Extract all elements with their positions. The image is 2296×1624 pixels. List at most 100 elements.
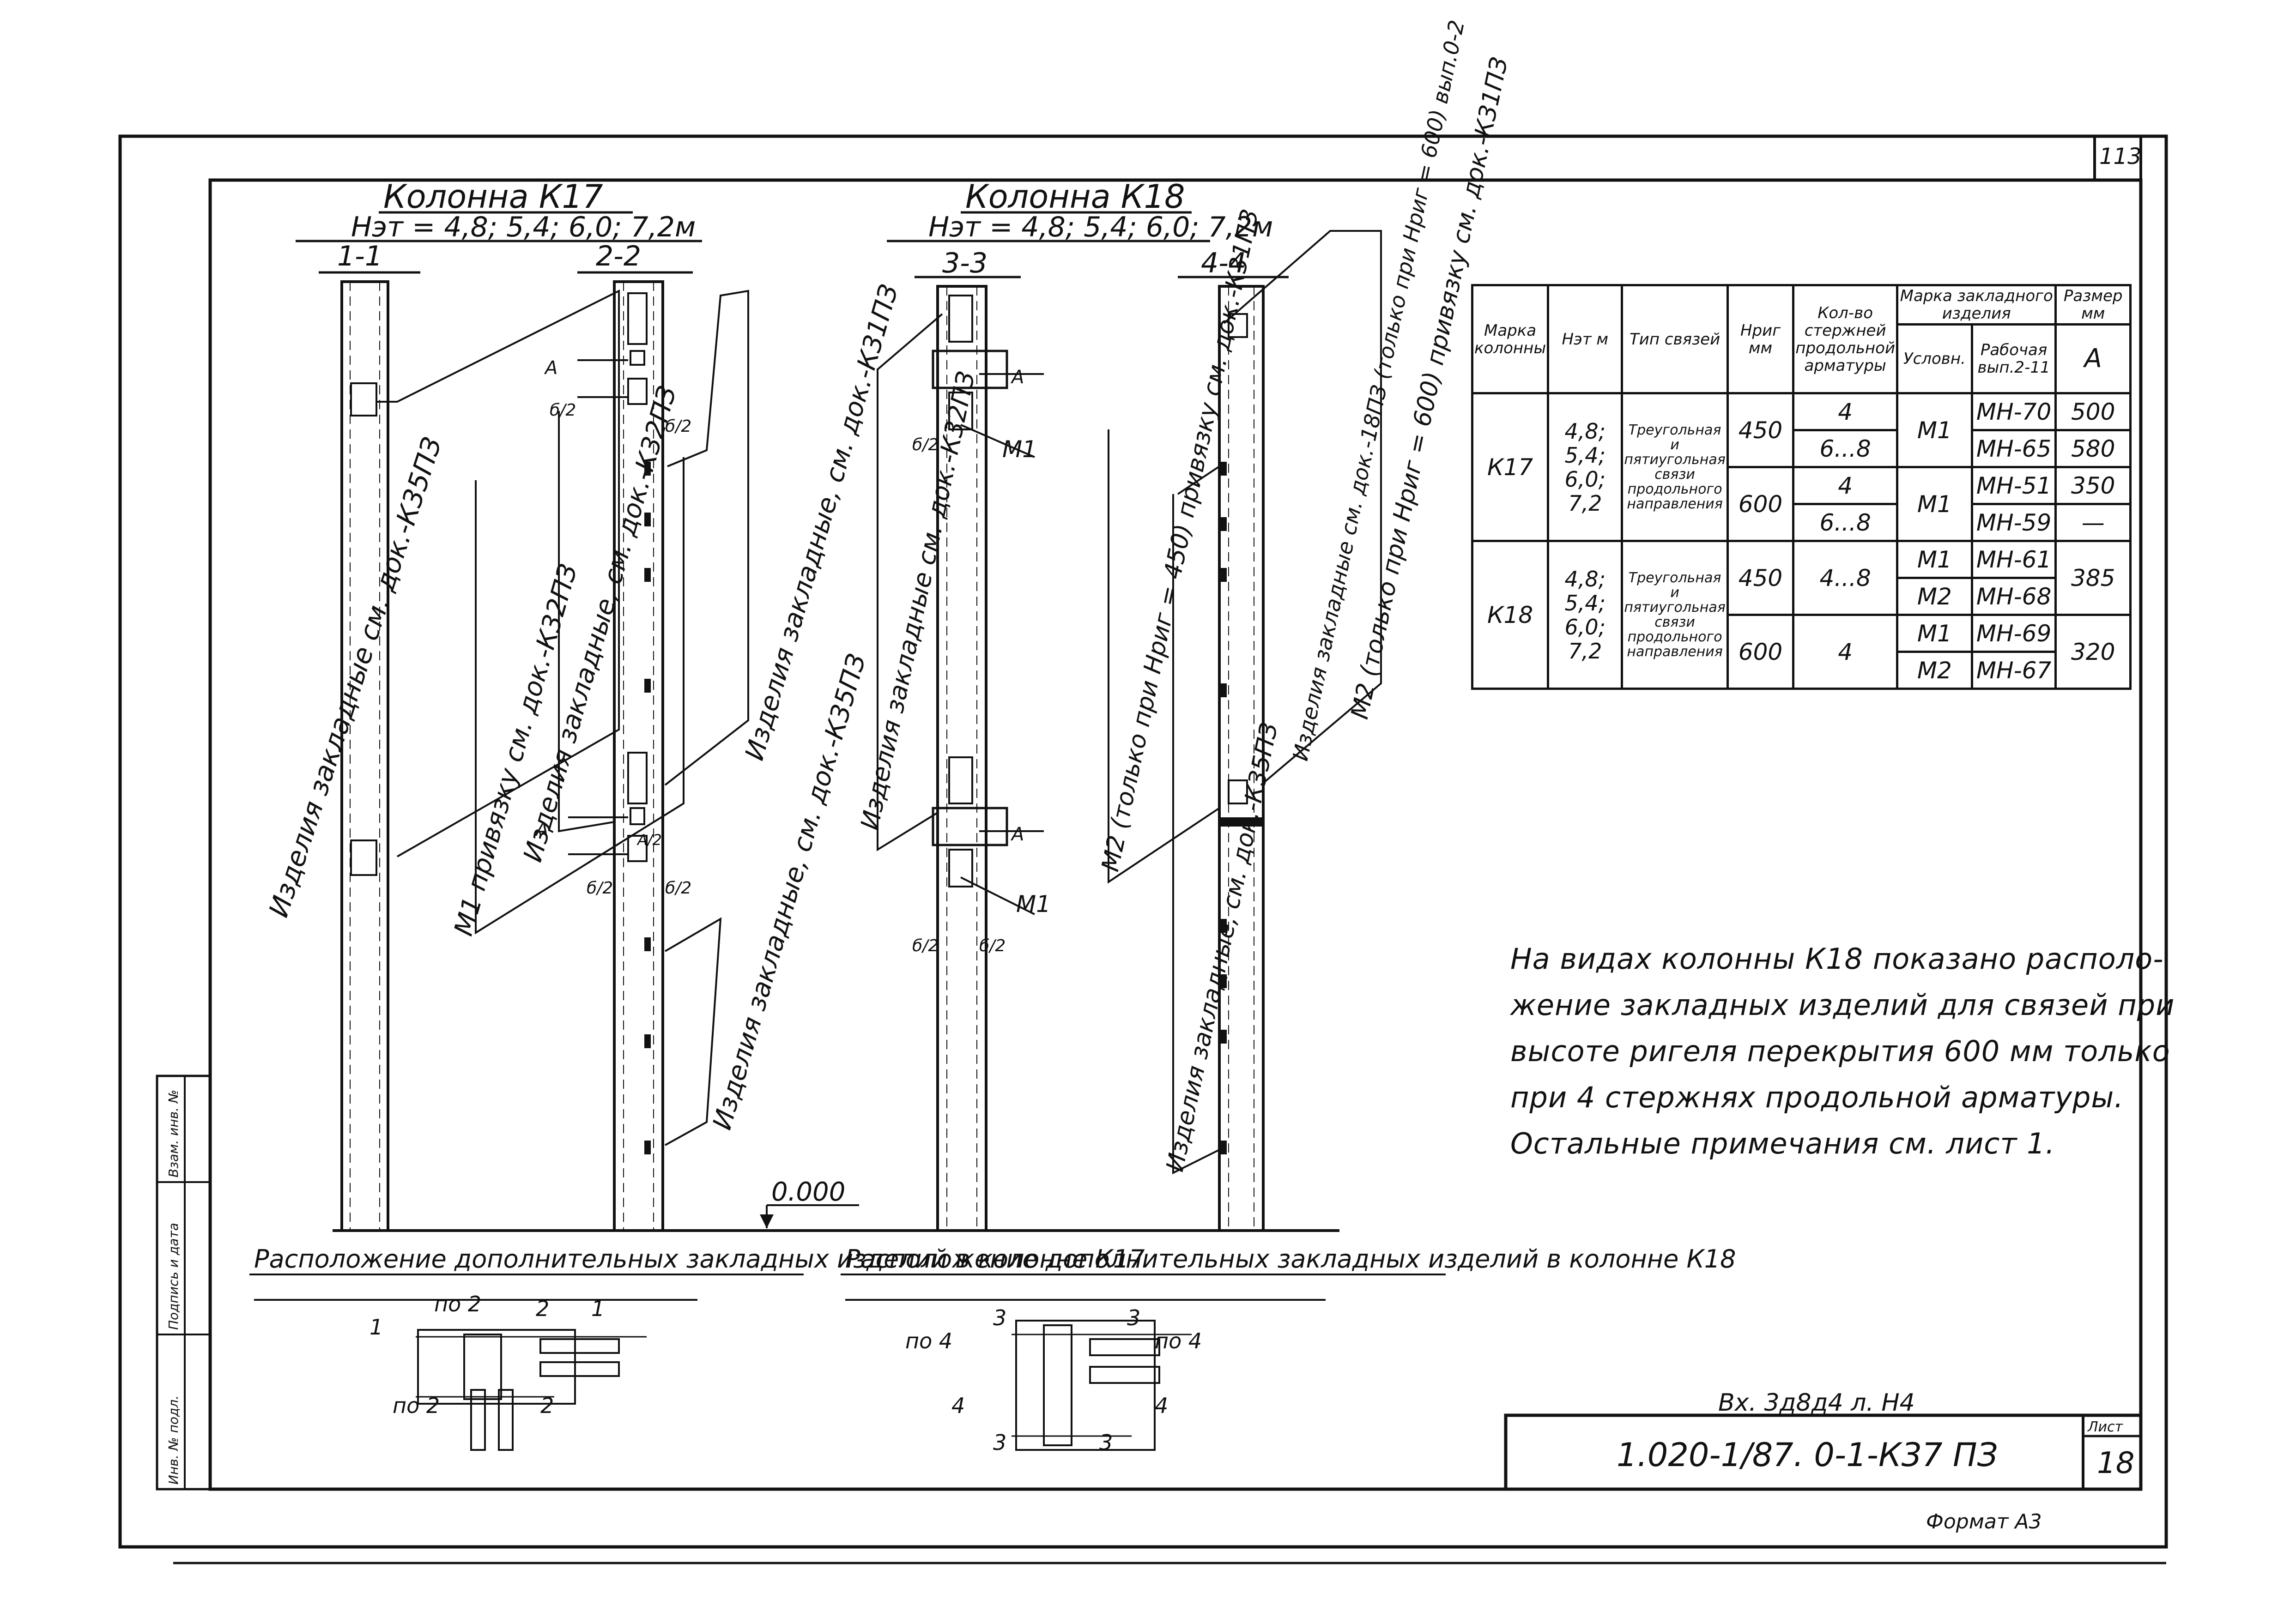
embedded-plate [948, 849, 973, 887]
col-header-a: А [2054, 323, 2132, 394]
small-plate [1220, 683, 1227, 697]
side-stamp-label: Подпись и дата [166, 1223, 181, 1330]
cell-work: МН-68 [1970, 577, 2057, 616]
col-header-cond: Условн. [1896, 323, 1973, 394]
cell-bars: 4...8 [1792, 540, 1899, 616]
svg-text:3: 3 [993, 1305, 1006, 1330]
svg-text:2: 2 [536, 1296, 549, 1321]
cell-beam-height: 600 [1726, 614, 1795, 690]
m1-label: М1 [1016, 891, 1051, 918]
side-stamp-label: Инв. № подл. [166, 1395, 181, 1485]
note-line: высоте ригеля перекрытия 600 мм только [1510, 1034, 2170, 1068]
embedded-plate [948, 295, 973, 343]
dim-b2: б/2 [587, 879, 613, 898]
page-corner-number: 113 [2099, 144, 2142, 169]
format-label: Формат А3 [1926, 1510, 2042, 1533]
svg-text:4: 4 [1155, 1393, 1168, 1418]
dim-b2: б/2 [912, 435, 939, 454]
cell-a: — [2054, 503, 2132, 542]
column-3-3-body [936, 285, 987, 1232]
level-mark: 0.000 [771, 1177, 845, 1207]
embedded-plate [948, 392, 973, 430]
spec-table: Марка колонны Нэт м Тип связей Нриг мм К… [1471, 284, 2132, 690]
callout-k18-3: Изделия закладные, см. док.-К35ПЗ [1161, 720, 1284, 1174]
cell-cond: М1 [1896, 540, 1973, 579]
column-k18-title: Колонна К18 [965, 178, 1185, 216]
small-plate [644, 937, 651, 951]
embedded-plate [350, 382, 377, 417]
table-header-row: Марка колонны Нэт м Тип связей Нриг мм К… [1471, 284, 2132, 394]
embedded-plate [627, 378, 648, 405]
cell-a: 500 [2054, 392, 2132, 431]
small-plate [644, 1141, 651, 1154]
small-plate [1220, 568, 1227, 582]
cell-cond: М2 [1896, 577, 1973, 616]
svg-text:3: 3 [1099, 1430, 1113, 1455]
cell-bars: 4 [1792, 614, 1899, 690]
svg-text:4: 4 [951, 1393, 965, 1418]
column-1-1-body [340, 280, 389, 1232]
dim-b2: б/2 [665, 879, 691, 898]
cell-work: МН-61 [1970, 540, 2057, 579]
dim-b2: б/2 [979, 936, 1006, 955]
scheme-k17: 1 по 2 2 1 по 2 2 [370, 1292, 647, 1451]
section-3-3-label: 3-3 [942, 247, 987, 279]
column-k17-heights: Нэт = 4,8; 5,4; 6,0; 7,2м [351, 211, 696, 243]
small-plate [644, 1034, 651, 1048]
leader-outline [1223, 230, 1382, 786]
leader-outline [558, 411, 615, 833]
col-header-work: Рабочая вып.2-11 [1970, 323, 2057, 394]
col-header-embedded: Марка закладного изделия [1896, 284, 2057, 326]
sheet-label: Лист [2087, 1419, 2124, 1435]
cell-cond: М1 [1896, 392, 1973, 468]
section-1-1-label: 1-1 [337, 240, 382, 272]
leader-outline [664, 290, 749, 786]
cell-beam-height: 450 [1726, 392, 1795, 468]
callout-k17-1: Изделия закладные см. док.-К35ПЗ [263, 433, 448, 921]
caption-k17: Расположение дополнительных закладных из… [254, 1244, 1145, 1274]
outer-frame [118, 134, 2168, 1549]
svg-text:по 4: по 4 [905, 1328, 952, 1353]
svg-text:2: 2 [540, 1393, 554, 1418]
cell-cond: М2 [1896, 651, 1973, 690]
cell-tie-type: Треугольная и пятиугольная связи продоль… [1621, 392, 1729, 542]
cell-work: МН-59 [1970, 503, 2057, 542]
drawing-frame [208, 178, 2143, 1491]
col-header-height: Нэт м [1547, 284, 1624, 394]
leader-line [1177, 465, 1220, 495]
cell-mark: К18 [1471, 540, 1550, 690]
scheme-k18: по 4 3 3 по 4 4 4 3 3 [905, 1305, 1202, 1455]
col-header-bars: Кол-во стержней продольной арматуры [1792, 284, 1899, 394]
m1-label: М1 [1002, 436, 1037, 463]
table-row: 600 4 М1 МН-69 320 [1472, 614, 2132, 690]
cell-tie-type: Треугольная и пятиугольная связи продоль… [1621, 540, 1729, 690]
side-stamp-label: Взам. инв. № [166, 1090, 181, 1177]
callout-k17-5: Изделия закладные, см. док.-К35ПЗ [707, 651, 872, 1133]
table-subheader-row: Условн. Рабочая вып.2-11 А [1472, 323, 2132, 394]
document-code: 1.020-1/87. 0-1-К37 ПЗ [1617, 1436, 1998, 1474]
embedded-plate [1228, 313, 1248, 338]
section-2-2-label: 2-2 [596, 240, 641, 272]
table-row: 6...8 МН-59 — [1472, 503, 2132, 542]
cell-a: 320 [2054, 614, 2132, 690]
cell-mark: К17 [1471, 392, 1550, 542]
cell-beam-height: 600 [1726, 466, 1795, 542]
svg-text:1: 1 [370, 1315, 383, 1340]
small-plate [1220, 1030, 1227, 1044]
dim-a: А [1010, 824, 1024, 845]
svg-text:3: 3 [1127, 1305, 1140, 1330]
note-line: при 4 стержнях продольной арматуры. [1510, 1081, 2124, 1114]
small-plate [1220, 462, 1227, 476]
col-header-mark: Марка колонны [1471, 284, 1550, 394]
console [932, 350, 1008, 389]
cell-a: 350 [2054, 466, 2132, 505]
dim-b2: б/2 [665, 417, 691, 436]
column-k17-title: Колонна К17 [383, 178, 603, 216]
cell-a: 385 [2054, 540, 2132, 616]
embedded-plate [350, 839, 377, 876]
dim-a2: А/2 [636, 831, 662, 849]
small-plate [644, 462, 651, 476]
cell-beam-height: 450 [1726, 540, 1795, 616]
leader-outline [475, 457, 685, 935]
